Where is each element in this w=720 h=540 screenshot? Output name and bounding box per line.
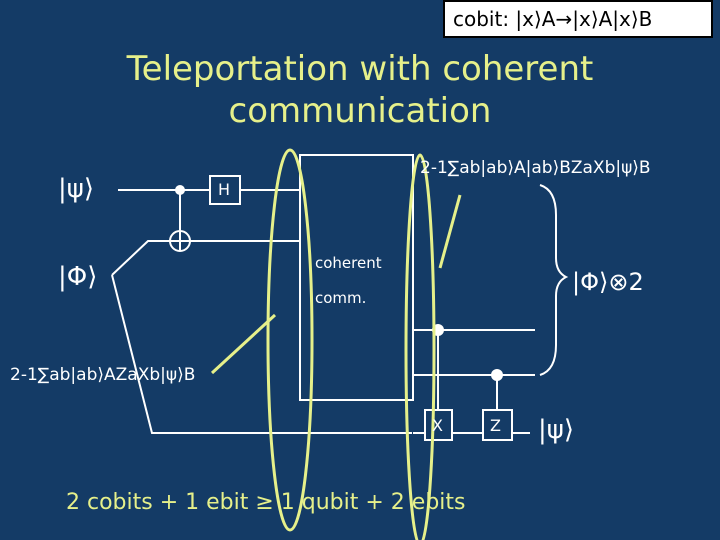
- cobit-definition-text: cobit: |x⟩A→|x⟩A|x⟩B: [453, 7, 653, 31]
- title-line-1: Teleportation with coherent: [126, 49, 594, 89]
- hadamard-label: H: [218, 180, 231, 199]
- ket-phi-tensor: |Φ⟩⊗2: [572, 268, 644, 296]
- coherent-comm-box: [299, 154, 414, 401]
- ket-psi-input: |ψ⟩: [58, 174, 95, 204]
- wire-phi-upper: [111, 240, 300, 276]
- box-label-coherent: coherent: [315, 254, 382, 272]
- cobit-definition-box: cobit: |x⟩A→|x⟩A|x⟩B: [443, 0, 713, 38]
- cut-ellipse-right: [404, 153, 436, 540]
- ket-psi-output: |ψ⟩: [538, 415, 575, 445]
- arrow-top-right: [438, 194, 462, 269]
- x-gate-label: X: [432, 416, 443, 435]
- state-left: 2-1∑ab|ab⟩AZaXb|ψ⟩B: [10, 365, 196, 385]
- box-label-comm: comm.: [315, 289, 367, 307]
- slide-title: Teleportation with coherent communicatio…: [60, 48, 660, 132]
- z-gate: [482, 409, 513, 441]
- arrow-bottom-left: [210, 313, 277, 375]
- cnot-control-dot: [175, 185, 185, 195]
- resource-equation: 2 cobits + 1 ebit ≥ 1 qubit + 2 ebits: [66, 490, 466, 515]
- wire-phi-lower: [111, 274, 412, 434]
- brace: [539, 184, 569, 376]
- cut-ellipse-left: [266, 148, 314, 532]
- ket-phi-input: |Φ⟩: [58, 262, 98, 292]
- control-dot-z: [491, 369, 503, 381]
- x-gate: [424, 409, 453, 441]
- title-line-2: communication: [228, 91, 492, 131]
- h-gate: [209, 175, 241, 205]
- state-top-right: 2-1∑ab|ab⟩A|ab⟩BZaXb|ψ⟩B: [420, 158, 651, 178]
- z-gate-label: Z: [490, 416, 501, 435]
